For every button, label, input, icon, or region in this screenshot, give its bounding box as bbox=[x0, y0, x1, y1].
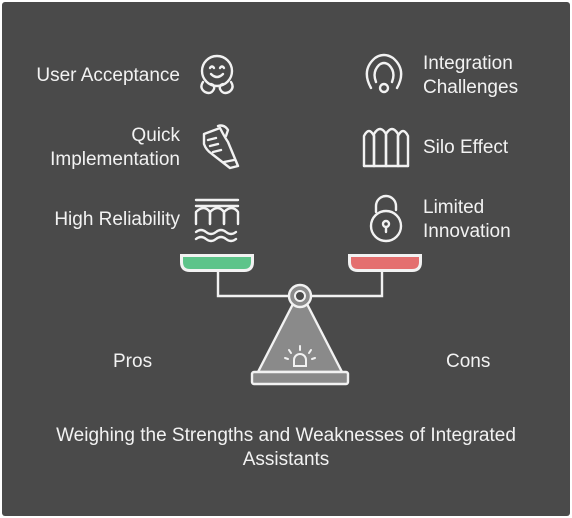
diagram-caption: Weighing the Strengths and Weaknesses of… bbox=[56, 425, 516, 470]
light-icon bbox=[284, 345, 316, 367]
pros-pan-fill bbox=[183, 257, 251, 269]
padlock-icon bbox=[369, 194, 403, 243]
running-shoe-icon bbox=[202, 124, 240, 170]
hug-face-icon bbox=[200, 54, 234, 95]
pro-high-reliability-label: High Reliability bbox=[54, 209, 180, 230]
scale-base bbox=[250, 370, 350, 386]
pro-quick-implementation-label: Quick Implementation bbox=[50, 125, 180, 170]
con-limited-innovation-label: Limited Innovation bbox=[423, 197, 511, 242]
bridge-icon bbox=[194, 198, 240, 243]
pro-user-acceptance-label: User Acceptance bbox=[36, 65, 180, 86]
con-integration-challenges-label: Integration Challenges bbox=[423, 53, 519, 98]
cons-label: Cons bbox=[446, 351, 491, 372]
cons-pan-fill bbox=[351, 257, 419, 269]
pros-label: Pros bbox=[113, 351, 153, 372]
silos-icon bbox=[362, 127, 410, 168]
con-silo-effect-label: Silo Effect bbox=[423, 137, 509, 158]
pivot-inner bbox=[294, 290, 306, 302]
neck-pillow-icon bbox=[365, 53, 403, 94]
scale-stand bbox=[256, 300, 344, 374]
